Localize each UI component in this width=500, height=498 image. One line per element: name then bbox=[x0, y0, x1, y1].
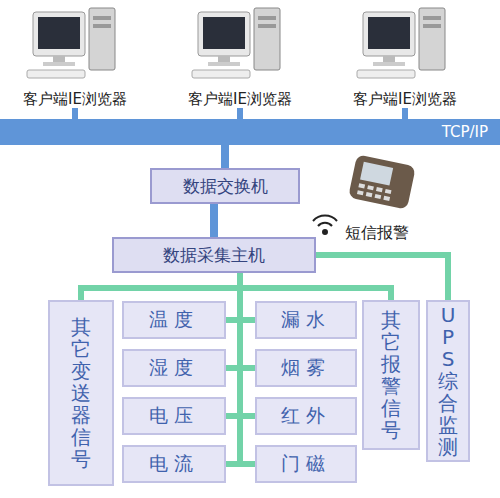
node-label: 湿度 bbox=[149, 355, 199, 381]
connector bbox=[240, 273, 391, 300]
sensor-box: 电压 bbox=[122, 397, 226, 435]
network-band: TCP/IP bbox=[0, 119, 500, 145]
sensor-box: 红外 bbox=[255, 397, 357, 435]
node-label: 其它报警信号 bbox=[381, 309, 401, 441]
computer-icon bbox=[27, 8, 115, 78]
node-label: 电流 bbox=[149, 451, 199, 477]
sensor-box: 漏水 bbox=[255, 301, 357, 339]
node-label: 烟雾 bbox=[281, 355, 331, 381]
sensor-box: 烟雾 bbox=[255, 349, 357, 387]
node-label: 漏水 bbox=[281, 307, 331, 333]
connector bbox=[81, 273, 240, 300]
computer-icon bbox=[192, 8, 280, 78]
computer-icon bbox=[357, 8, 445, 78]
node-label: 数据采集主机 bbox=[163, 244, 265, 267]
node-label: 门磁 bbox=[281, 451, 331, 477]
connector bbox=[316, 255, 448, 300]
switch-box: 数据交换机 bbox=[150, 168, 300, 204]
node-label: 温度 bbox=[149, 307, 199, 333]
sensor-box: 温度 bbox=[122, 301, 226, 339]
client-caption: 客户端IE浏览器 bbox=[353, 90, 457, 109]
sensor-box: 湿度 bbox=[122, 349, 226, 387]
node-label: 红外 bbox=[281, 403, 331, 429]
signal-column: 其它报警信号 bbox=[362, 300, 420, 450]
connector bbox=[240, 273, 255, 464]
node-label: 数据交换机 bbox=[183, 175, 268, 198]
client-caption: 客户端IE浏览器 bbox=[188, 90, 292, 109]
node-label: 电压 bbox=[149, 403, 199, 429]
signal-column: 其它变送器信号 bbox=[48, 300, 114, 486]
signal-column: UPS综合监测 bbox=[426, 300, 470, 462]
host-box: 数据采集主机 bbox=[112, 237, 316, 273]
phone-icon bbox=[348, 154, 416, 210]
connector bbox=[221, 145, 229, 168]
alarm-label: 短信报警 bbox=[345, 223, 409, 244]
wireless-symbol bbox=[313, 216, 337, 234]
node-label: 其它变送器信号 bbox=[71, 316, 91, 470]
node-label: TCP/IP bbox=[442, 123, 488, 141]
client-caption: 客户端IE浏览器 bbox=[23, 90, 127, 109]
sensor-box: 电流 bbox=[122, 445, 226, 483]
node-label: UPS综合监测 bbox=[438, 304, 458, 458]
sensor-box: 门磁 bbox=[255, 445, 357, 483]
connector bbox=[210, 204, 218, 237]
